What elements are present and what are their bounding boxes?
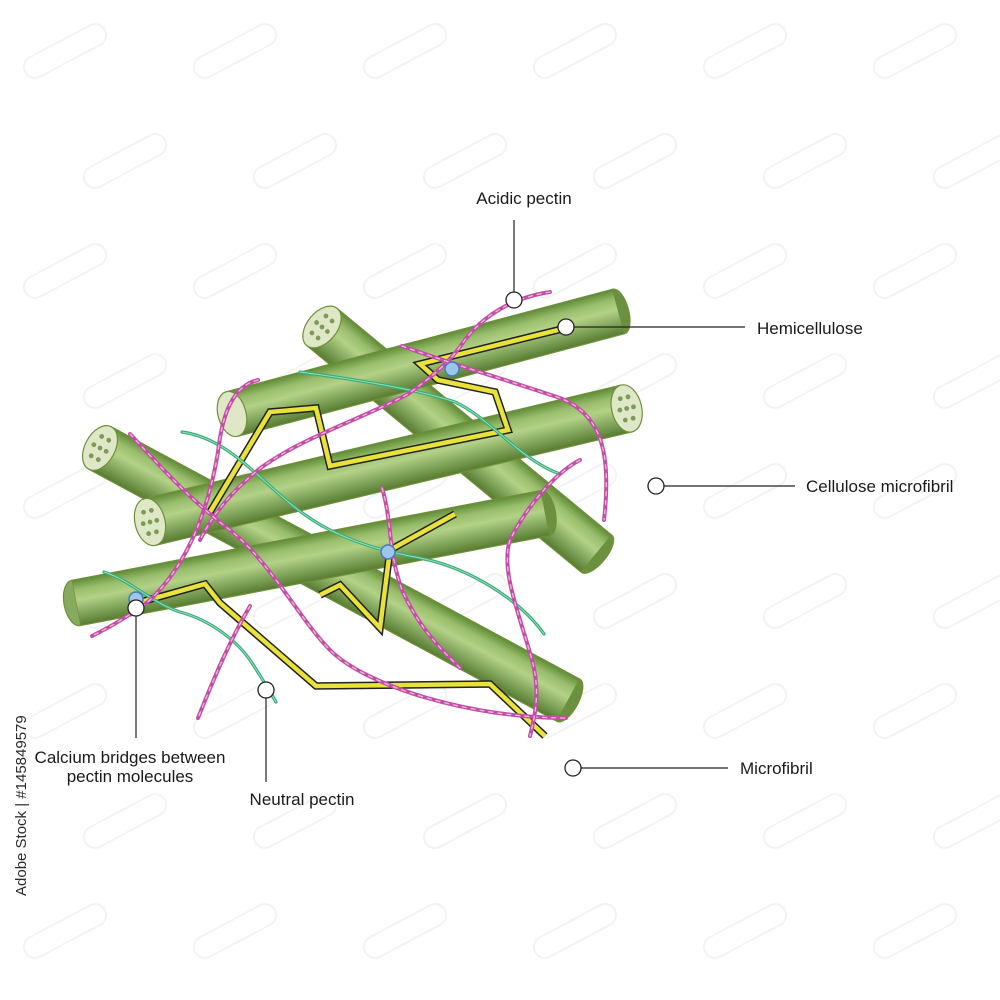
microfibril-pin	[564, 759, 582, 777]
watermark-tile	[252, 793, 338, 849]
watermark-tile	[192, 243, 278, 299]
watermark-tile	[82, 793, 168, 849]
watermark-tile	[82, 353, 168, 409]
watermark-tile	[932, 793, 1000, 849]
watermark-tile	[872, 683, 958, 739]
watermark-tile	[702, 463, 788, 519]
calcium-bridges-label-line2: pectin molecules	[67, 767, 194, 786]
watermark-tile	[532, 903, 618, 959]
watermark-tile	[872, 903, 958, 959]
hemicellulose-pin	[557, 318, 575, 336]
watermark-pattern	[22, 23, 1000, 959]
calcium-bridges-label: Calcium bridges between	[35, 748, 226, 767]
watermark-tile	[22, 683, 108, 739]
label-leaders	[127, 220, 795, 782]
watermark-tile	[252, 133, 338, 189]
watermark-tile	[532, 243, 618, 299]
neutral-pectin-pin	[257, 681, 275, 699]
watermark-tile	[932, 133, 1000, 189]
watermark-tile	[932, 353, 1000, 409]
watermark-tile	[872, 23, 958, 79]
watermark-tile	[82, 133, 168, 189]
watermark-tile	[932, 573, 1000, 629]
cellulose-microfibril-pin	[647, 477, 665, 495]
labels: Acidic pectin Hemicellulose Cellulose mi…	[35, 189, 954, 809]
watermark-tile	[362, 903, 448, 959]
calcium-bridge-node	[444, 361, 460, 377]
watermark-tile	[702, 23, 788, 79]
acidic-pectin-strands	[90, 290, 609, 738]
acidic-pectin-pin	[505, 291, 523, 309]
watermark-tile	[762, 353, 848, 409]
watermark-tile	[22, 903, 108, 959]
watermark-tile	[422, 793, 508, 849]
neutral-pectin-strands	[102, 370, 562, 704]
watermark-tile	[872, 463, 958, 519]
calcium-bridge-node	[380, 544, 396, 560]
watermark-tile	[762, 573, 848, 629]
microfibril-label: Microfibril	[740, 759, 813, 778]
stock-id-text: Adobe Stock | #145849579	[13, 715, 30, 896]
watermark-tile	[702, 243, 788, 299]
watermark-tile	[192, 683, 278, 739]
watermark-tile	[192, 23, 278, 79]
watermark-tile	[22, 243, 108, 299]
hemicellulose-chains	[135, 324, 567, 739]
watermark-tile	[592, 793, 678, 849]
cellulose-microfibril-label: Cellulose microfibril	[806, 477, 953, 496]
acidic-pectin-label: Acidic pectin	[476, 189, 571, 208]
calcium-bridges-pin	[127, 599, 145, 617]
stock-id-watermark: Adobe Stock | #145849579	[13, 715, 30, 896]
watermark-tile	[362, 243, 448, 299]
watermark-tile	[872, 243, 958, 299]
watermark-tile	[702, 903, 788, 959]
watermark-tile	[762, 793, 848, 849]
watermark-tile	[592, 133, 678, 189]
watermark-tile	[362, 23, 448, 79]
watermark-tile	[362, 683, 448, 739]
watermark-tile	[532, 23, 618, 79]
watermark-tile	[702, 683, 788, 739]
watermark-tile	[422, 133, 508, 189]
watermark-tile	[22, 23, 108, 79]
watermark-tile	[592, 573, 678, 629]
hemicellulose-label: Hemicellulose	[757, 319, 863, 338]
neutral-pectin-label: Neutral pectin	[250, 790, 355, 809]
watermark-tile	[762, 133, 848, 189]
watermark-tile	[192, 903, 278, 959]
